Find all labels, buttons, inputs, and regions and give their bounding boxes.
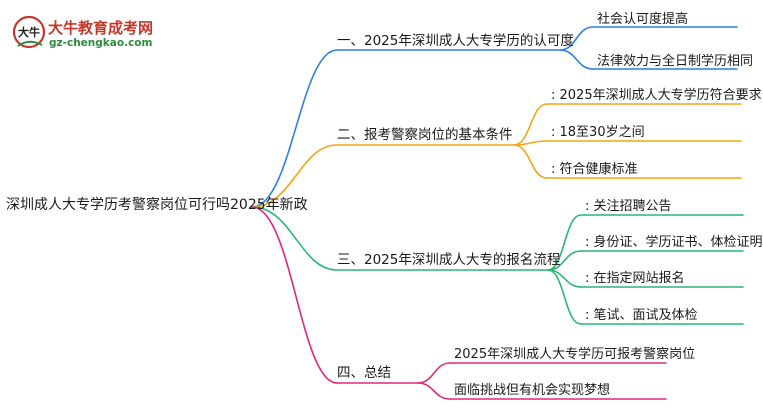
leaf-2-2: : 18至30岁之间 (551, 125, 645, 140)
leaf-2-3-connector (513, 144, 548, 179)
branch-1: 一、2025年深圳成人大专学历的认可度 (337, 33, 574, 49)
branch-3: 三、2025年深圳成人大专的报名流程 (337, 252, 561, 268)
branch-3-connector (251, 206, 338, 271)
leaf-3-1: : 关注招聘公告 (585, 199, 672, 214)
leaf-4-2: 面临挑战但有机会实现梦想 (454, 383, 611, 398)
leaf-1-1: 社会认可度提高 (597, 12, 689, 27)
leaf-3-2: : 身份证、学历证书、体检证明 (585, 235, 763, 250)
branch-4-connector (251, 206, 338, 384)
leaf-1-2: 法律效力与全日制学历相同 (597, 54, 754, 69)
leaf-1-2-connector (559, 49, 594, 70)
branch-1-connector (251, 49, 338, 208)
logo-mark-icon: 大牛 (12, 15, 46, 49)
leaf-3-1-connector (547, 214, 582, 271)
leaf-1-1-connector (559, 26, 594, 51)
leaf-4-1-connector (417, 362, 451, 384)
leaf-3-3: : 在指定网站报名 (585, 271, 685, 286)
branch-2: 二、报考警察岗位的基本条件 (337, 127, 513, 143)
root-node: 深圳成人大专学历考警察岗位可行吗2025年新政 (6, 197, 308, 213)
leaf-3-4: : 笔试、面试及体检 (585, 308, 698, 323)
leaf-4-2-connector (417, 382, 451, 400)
logo-url: gz-chengkao.com (49, 37, 153, 49)
leaf-4-1: 2025年深圳成人大专学历可报考警察岗位 (454, 347, 696, 362)
leaf-2-1: : 2025年深圳成人大专学历符合要求 (551, 88, 762, 103)
branch-4: 四、总结 (337, 365, 391, 381)
logo-name: 大牛教育成考网 (48, 19, 154, 37)
leaf-2-1-connector (513, 103, 548, 146)
leaf-3-2-connector (547, 250, 582, 271)
logo-mark-text: 大牛 (18, 25, 40, 39)
leaf-3-4-connector (547, 269, 582, 325)
branch-2-connector (251, 144, 338, 208)
leaf-2-3: : 符合健康标准 (551, 162, 638, 177)
site-logo[interactable]: 大牛 大牛教育成考网 gz-chengkao.com (12, 12, 162, 54)
